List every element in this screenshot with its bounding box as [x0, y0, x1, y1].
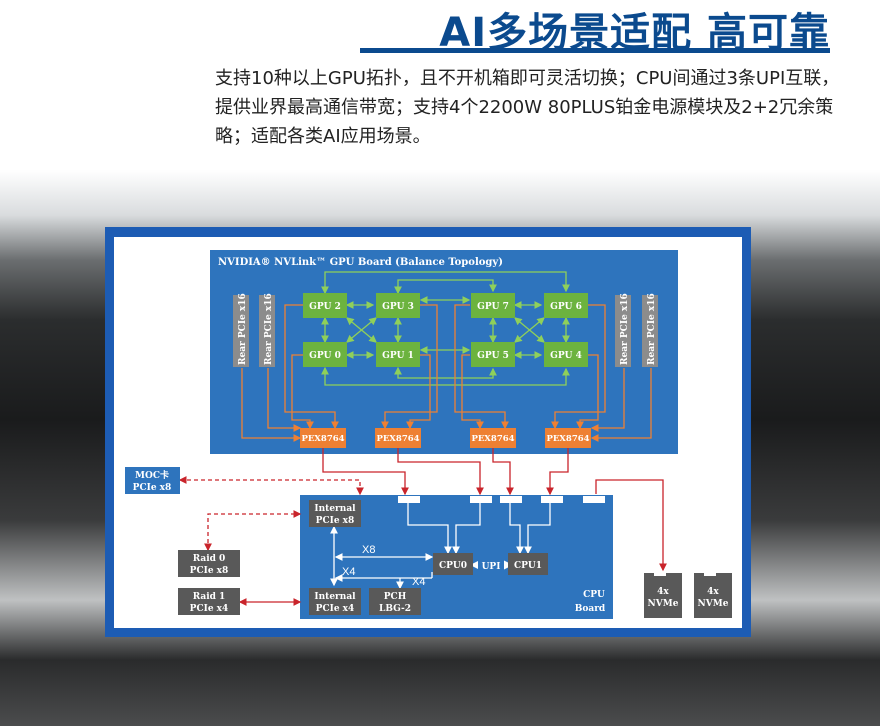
internal-x8-label: PCIe x8 [316, 516, 355, 526]
raid0-label: PCIe x8 [190, 566, 229, 576]
gpu-2[interactable] [303, 293, 347, 318]
gpu-board-title: NVIDIA® NVLink™ GPU Board (Balance Topol… [218, 257, 503, 268]
internal-pcie-x8[interactable] [309, 500, 361, 527]
cpu-board-slots [398, 496, 605, 503]
cpu0[interactable] [433, 553, 473, 575]
nvme-label: NVMe [698, 599, 729, 609]
dashed-links [178, 476, 364, 552]
cpu-board-label: Board [575, 604, 606, 614]
pex-switch[interactable] [470, 428, 516, 448]
rear-slot-label: Rear PCIe x16 [238, 293, 248, 365]
rear-slot-label: Rear PCIe x16 [620, 293, 630, 365]
internal-x4-label: PCIe x4 [316, 604, 355, 614]
cpu1-label: CPU1 [514, 561, 542, 571]
internal-lines [330, 503, 551, 590]
gpu-label: GPU 1 [382, 351, 414, 361]
pch-label: PCH [384, 592, 407, 602]
raid1[interactable] [178, 588, 240, 615]
gpu-0[interactable] [303, 342, 347, 367]
rear-slot-label: Rear PCIe x16 [264, 293, 274, 365]
pex-switch[interactable] [300, 428, 346, 448]
gpu-1[interactable] [376, 342, 420, 367]
raid1-label: PCIe x4 [190, 604, 229, 614]
nvme-label: 4x [707, 587, 719, 597]
lane-label-x8: X8 [362, 544, 375, 556]
title-underline [360, 48, 830, 53]
gpu-label: GPU 6 [550, 302, 582, 312]
upi-badge [478, 556, 504, 574]
nvme-right[interactable] [694, 573, 732, 618]
hero-description: 支持10种以上GPU拓扑，且不开机箱即可灵活切换；CPU间通过3条UPI互联，提… [215, 68, 840, 147]
pch-label: LBG-2 [379, 604, 411, 614]
raid0-label: Raid 0 [193, 554, 226, 564]
gpu-blocks: GPU 2 GPU 3 GPU 0 GPU 1 GPU 7 GPU 6 GPU … [303, 293, 588, 367]
gpu-label: GPU 5 [477, 351, 509, 361]
pex-switch[interactable] [545, 428, 591, 448]
external-boxes: MOC卡 PCIe x8 Raid 0 PCIe x8 Raid 1 PCIe … [125, 467, 240, 615]
nvlink-lines [321, 271, 570, 386]
slot[interactable] [470, 496, 492, 503]
raid1-label: Raid 1 [193, 592, 226, 602]
pex-label: PEX8764 [376, 434, 419, 444]
gpu-5[interactable] [471, 342, 515, 367]
rear-slot[interactable] [259, 295, 275, 367]
gpu-label: GPU 3 [382, 302, 414, 312]
rear-slot[interactable] [642, 295, 658, 367]
pcie-cpu-lines [238, 448, 667, 606]
pex-label: PEX8764 [546, 434, 589, 444]
nvme-boxes: 4x NVMe 4x NVMe [644, 573, 732, 618]
gpu-label: GPU 0 [309, 351, 341, 361]
pex-switches: PEX8764 PEX8764 PEX8764 PEX8764 [300, 428, 591, 448]
cpu-board-label: CPU [583, 590, 605, 600]
nvme-left[interactable] [644, 573, 682, 618]
internal-pcie-x4[interactable] [309, 588, 361, 615]
gpu-label: GPU 4 [550, 351, 582, 361]
upi-label: UPI [482, 562, 501, 572]
lane-label-x4: X4 [412, 576, 425, 588]
internal-x4-label: Internal [314, 592, 356, 602]
cpu0-label: CPU0 [439, 561, 467, 571]
cpu-components: CPU0 CPU1 UPI Internal PCIe x8 Internal … [309, 500, 548, 615]
pex-label: PEX8764 [301, 434, 344, 444]
pex-switch[interactable] [375, 428, 421, 448]
rear-slot[interactable] [233, 295, 249, 367]
pex-label: PEX8764 [471, 434, 514, 444]
slot[interactable] [541, 496, 563, 503]
moc-label: MOC卡 [135, 469, 169, 481]
rear-slots: Rear PCIe x16 Rear PCIe x16 Rear PCIe x1… [233, 293, 658, 367]
moc-label: PCIe x8 [133, 483, 172, 493]
gpu-3[interactable] [376, 293, 420, 318]
gpu-7[interactable] [471, 293, 515, 318]
internal-x8-label: Internal [314, 504, 356, 514]
slot[interactable] [583, 496, 605, 503]
pch[interactable] [369, 588, 421, 615]
nvme-label: 4x [657, 587, 669, 597]
slot[interactable] [398, 496, 420, 503]
nvme-label: NVMe [648, 599, 679, 609]
rear-slot[interactable] [615, 295, 631, 367]
rear-slot-label: Rear PCIe x16 [647, 293, 657, 365]
lane-label-x4: X4 [342, 566, 355, 578]
gpu-label: GPU 2 [309, 302, 341, 312]
gpu-label: GPU 7 [477, 302, 509, 312]
slot[interactable] [500, 496, 522, 503]
raid0[interactable] [178, 550, 240, 577]
pcie-gpu-lines [241, 304, 652, 442]
moc-card[interactable] [125, 467, 180, 494]
cpu1[interactable] [508, 553, 548, 575]
gpu-6[interactable] [544, 293, 588, 318]
gpu-4[interactable] [544, 342, 588, 367]
